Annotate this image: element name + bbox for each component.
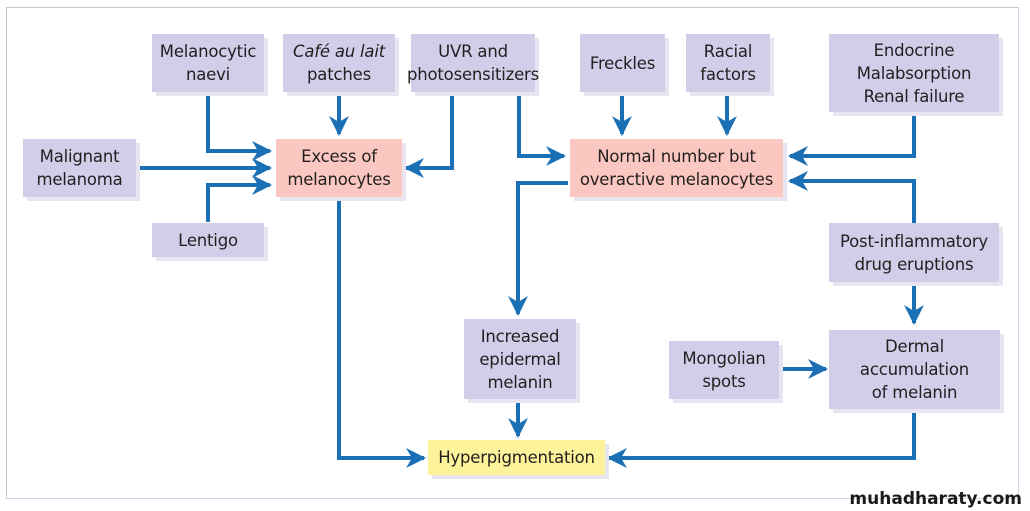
node-freckles: Freckles xyxy=(580,34,665,92)
node-racial-factors: Racial factors xyxy=(686,34,770,92)
node-increased-epidermal-melanin: Increased epidermal melanin xyxy=(464,319,576,399)
node-cafe-au-lait-rest: patches xyxy=(307,65,371,84)
node-hyperpigmentation: Hyperpigmentation xyxy=(428,440,605,475)
arrow-overactive-to-epidermal xyxy=(508,181,568,316)
arrow-postinflam-to-overactive xyxy=(788,171,916,223)
node-normal-number-overactive-melanocytes: Normal number but overactive melanocytes xyxy=(570,139,783,197)
node-lentigo: Lentigo xyxy=(152,223,264,257)
node-malignant-melanoma: Malignant melanoma xyxy=(23,139,136,197)
node-melanocytic-naevi: Melanocytic naevi xyxy=(152,34,264,92)
arrow-naevi-to-excess xyxy=(206,92,272,161)
node-endocrine-malabsorption-renal: Endocrine Malabsorption Renal failure xyxy=(829,34,999,112)
node-cafe-au-lait-patches: Café au lait patches xyxy=(283,34,395,92)
node-mongolian-spots: Mongolian spots xyxy=(669,341,779,399)
watermark: muhadharaty.com xyxy=(849,489,1022,509)
arrow-uvr-to-excess xyxy=(404,92,454,178)
arrow-endocrine-to-overactive xyxy=(788,113,916,166)
node-dermal-accumulation-melanin: Dermal accumulation of melanin xyxy=(829,330,1000,409)
node-uvr-photosensitizers: UVR and photosensitizers xyxy=(407,34,539,92)
node-excess-melanocytes: Excess of melanocytes xyxy=(276,139,402,197)
node-cafe-au-lait-italic: Café au lait xyxy=(293,42,385,61)
arrow-uvr-to-overactive xyxy=(517,92,566,166)
arrow-dermal-to-hyper xyxy=(607,410,916,468)
node-post-inflammatory-drug-eruptions: Post-inflammatory drug eruptions xyxy=(829,223,999,282)
arrow-lentigo-to-excess xyxy=(206,175,272,222)
arrow-excess-to-hyper xyxy=(337,198,426,468)
